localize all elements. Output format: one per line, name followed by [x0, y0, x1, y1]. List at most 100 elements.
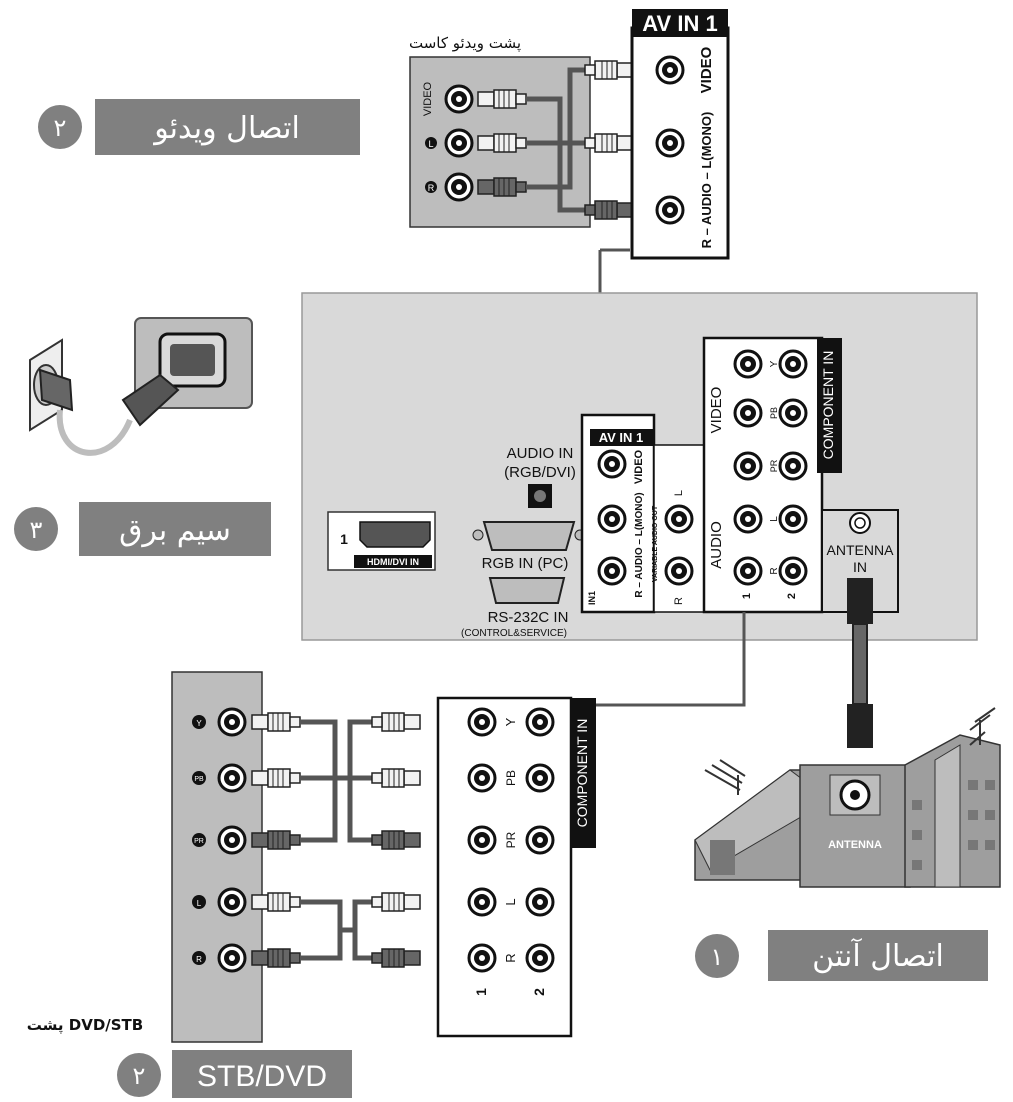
- rs232-port[interactable]: [488, 577, 566, 604]
- comp-box-r-label: R: [503, 953, 518, 962]
- comp-box-l-label: L: [503, 898, 518, 905]
- dvd-jack-pb-label: PB: [194, 776, 204, 783]
- antenna-in-label-2: IN: [853, 559, 867, 575]
- antenna-cable: [847, 578, 873, 748]
- tv-comp-r-1-jack[interactable]: [733, 556, 763, 586]
- dvd-title: پشت DVD/STB: [27, 1016, 143, 1035]
- vcr-l-dot: [425, 137, 437, 149]
- tv-comp-r-2-jack[interactable]: [778, 556, 808, 586]
- variable-out-r-jack[interactable]: [664, 556, 694, 586]
- callout-stb-title: STB/DVD: [197, 1060, 327, 1093]
- tv-comp-l-label: L: [769, 516, 780, 522]
- dvd-jack-y-label: Y: [196, 719, 202, 728]
- comp-box-pr-label: PR: [504, 831, 518, 848]
- tv-comp-col1-label: 1: [741, 593, 753, 599]
- tv-av-audio-label: R – AUDIO – L(MONO): [634, 492, 645, 597]
- dvd-r-jack[interactable]: [217, 943, 247, 973]
- comp-box-l-2-jack[interactable]: [525, 887, 555, 917]
- callout-power: ۳ سیم برق: [14, 502, 271, 556]
- comp-box-r-2-jack[interactable]: [525, 943, 555, 973]
- tv-comp-audio-label: AUDIO: [708, 521, 725, 569]
- vcr-jack-video-label: VIDEO: [422, 81, 434, 116]
- dvd-l-plug: [251, 892, 301, 912]
- dvd-pb-plug: [251, 768, 301, 788]
- comp-box-pb-2-jack[interactable]: [525, 763, 555, 793]
- callout-video: ۲ اتصال ویدئو: [38, 99, 360, 155]
- tv-comp-pr-2-jack[interactable]: [778, 451, 808, 481]
- variable-out-l-label: L: [673, 490, 685, 496]
- tv-comp-r-label: R: [769, 567, 780, 574]
- comp-y-plug: [371, 712, 421, 732]
- comp-pb-plug: [371, 768, 421, 788]
- tv-comp-pb-2-jack[interactable]: [778, 398, 808, 428]
- callout-antenna-number: ۱: [711, 943, 724, 971]
- dvd-jack-r-label: R: [196, 955, 202, 964]
- dvd-jack-list: Y PB PR L R: [192, 715, 206, 965]
- av-in-top-audio-l-jack[interactable]: [655, 128, 685, 158]
- tv-back-panel: 1 HDMI/DVI IN AUDIO IN (RGB/DVI) RGB IN …: [301, 292, 978, 641]
- comp-box-pr-2-jack[interactable]: [525, 825, 555, 855]
- component-in-box: COMPONENT IN Y PB PR L R 1 2: [436, 696, 596, 1038]
- component-link-cable: [596, 612, 746, 707]
- rgb-in-port[interactable]: [472, 521, 586, 551]
- callout-stb: ۲ STB/DVD: [117, 1050, 352, 1098]
- tv-comp-y-1-jack[interactable]: [733, 349, 763, 379]
- tv-av-video-jack[interactable]: [597, 449, 627, 479]
- tv-comp-pr-label: PR: [769, 459, 779, 472]
- comp-box-l-1-jack[interactable]: [467, 887, 497, 917]
- av-in-top-audio-label: R – AUDIO – L(MONO): [699, 112, 714, 249]
- antenna-in-label: ANTENNA: [827, 542, 895, 558]
- comp-pr-plug: [371, 830, 421, 850]
- tv-comp-l-2-jack[interactable]: [778, 504, 808, 534]
- variable-out-l-jack[interactable]: [664, 504, 694, 534]
- tv-comp-y-label: Y: [769, 360, 780, 367]
- comp-box-y-1-jack[interactable]: [467, 707, 497, 737]
- tv-av-audio-l-jack[interactable]: [597, 504, 627, 534]
- tv-comp-pb-1-jack[interactable]: [733, 398, 763, 428]
- rs232-label: RS-232C IN: [488, 609, 569, 626]
- av-video-plug: [584, 60, 634, 80]
- dvd-y-jack[interactable]: [217, 707, 247, 737]
- comp-box-pr-1-jack[interactable]: [467, 825, 497, 855]
- comp-box-pb-label: PB: [504, 770, 518, 786]
- comp-box-r-1-jack[interactable]: [467, 943, 497, 973]
- tv-comp-l-1-jack[interactable]: [733, 504, 763, 534]
- comp-box-pb-1-jack[interactable]: [467, 763, 497, 793]
- dvd-pb-jack[interactable]: [217, 763, 247, 793]
- comp-r-plug: [371, 948, 421, 968]
- tv-comp-pr-1-jack[interactable]: [733, 451, 763, 481]
- tv-av-video-label: VIDEO: [633, 449, 645, 484]
- av-in-box-top: AV IN 1 VIDEO R – AUDIO – L(MONO): [630, 9, 730, 260]
- callout-antenna: ۱ اتصال آنتن: [695, 930, 988, 981]
- variable-audio-out-label: VARIABLE AUDIO OUT: [652, 505, 659, 582]
- tv-av-audio-r-jack[interactable]: [597, 556, 627, 586]
- av-in-top-audio-r-jack[interactable]: [655, 195, 685, 225]
- dvd-pr-plug: [251, 830, 301, 850]
- audio-in-sub: (RGB/DVI): [504, 464, 576, 481]
- comp-l-plug: [371, 892, 421, 912]
- comp-box-y-2-jack[interactable]: [525, 707, 555, 737]
- power-cable: [56, 409, 133, 456]
- audio-in-jack[interactable]: [528, 484, 552, 508]
- tv-comp-y-2-jack[interactable]: [778, 349, 808, 379]
- av-r-plug: [584, 200, 634, 220]
- vcr-audio-r-jack[interactable]: [444, 172, 474, 202]
- tv-comp-video-label: VIDEO: [708, 387, 725, 434]
- callout-antenna-title: اتصال آنتن: [812, 938, 944, 974]
- tv-component-header: COMPONENT IN: [820, 351, 836, 460]
- wall-plug: [38, 368, 74, 412]
- power-cord: [29, 317, 253, 456]
- dvd-l-jack[interactable]: [217, 887, 247, 917]
- vcr-video-jack[interactable]: [444, 84, 474, 114]
- hdmi-port[interactable]: 1 HDMI/DVI IN: [327, 511, 436, 571]
- antenna-scene: ANTENNA: [694, 707, 1001, 888]
- comp-box-col1-label: 1: [473, 988, 489, 996]
- av-in-top-video-jack[interactable]: [655, 55, 685, 85]
- antenna-in-jack[interactable]: [849, 512, 871, 534]
- dvd-pr-jack[interactable]: [217, 825, 247, 855]
- vcr-audio-l-jack[interactable]: [444, 128, 474, 158]
- dvd-r-plug: [251, 948, 301, 968]
- comp-box-y-label: Y: [503, 717, 518, 726]
- variable-out-r-label: R: [673, 597, 685, 605]
